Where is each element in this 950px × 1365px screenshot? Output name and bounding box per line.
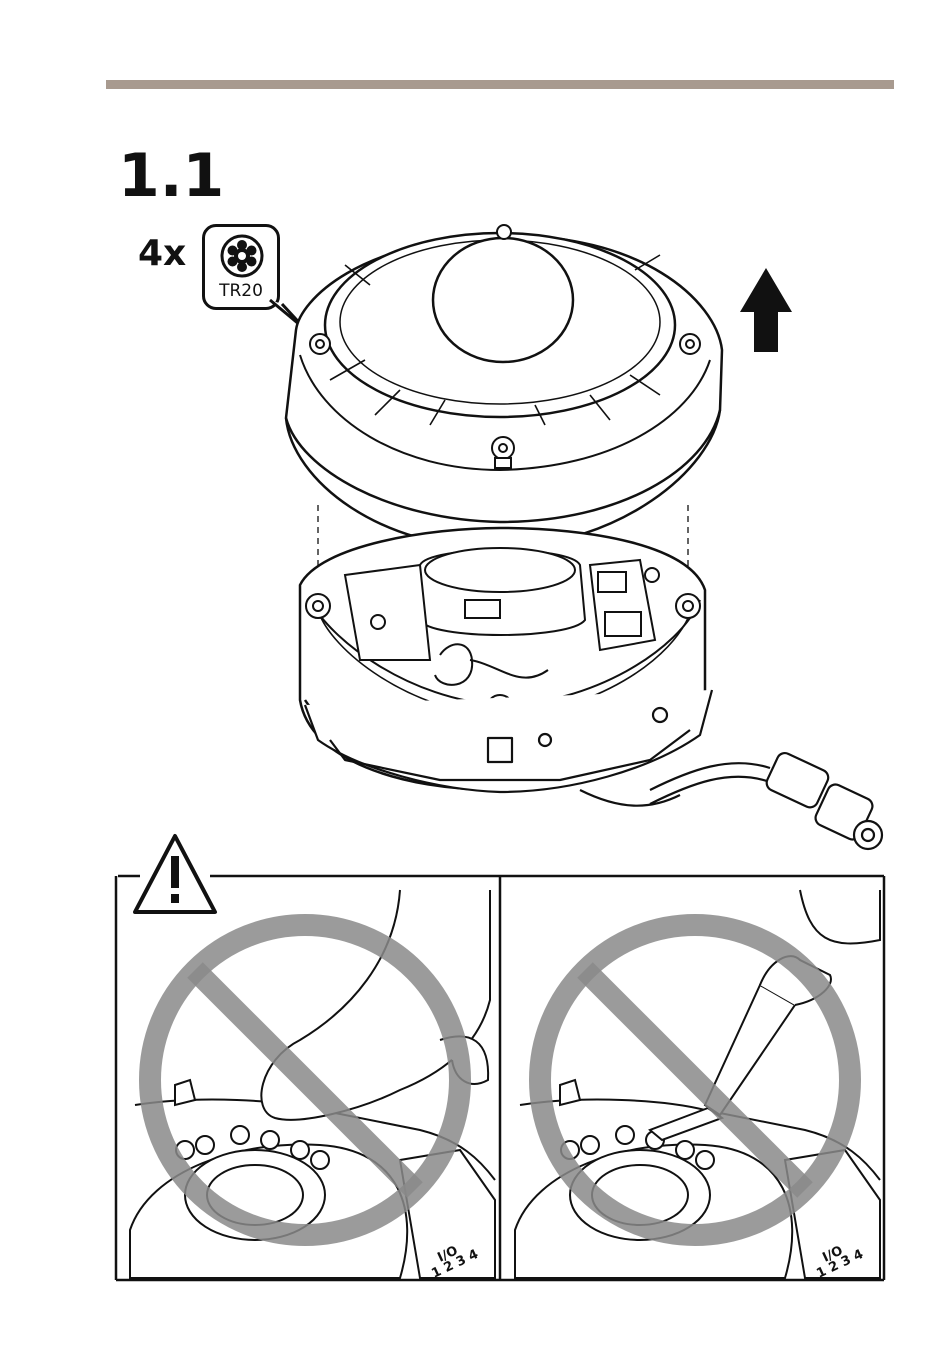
arrow-up-icon xyxy=(740,268,792,352)
warning-triangle-icon xyxy=(135,836,215,912)
mounting-plate xyxy=(305,690,712,792)
dome-cover xyxy=(286,233,722,548)
